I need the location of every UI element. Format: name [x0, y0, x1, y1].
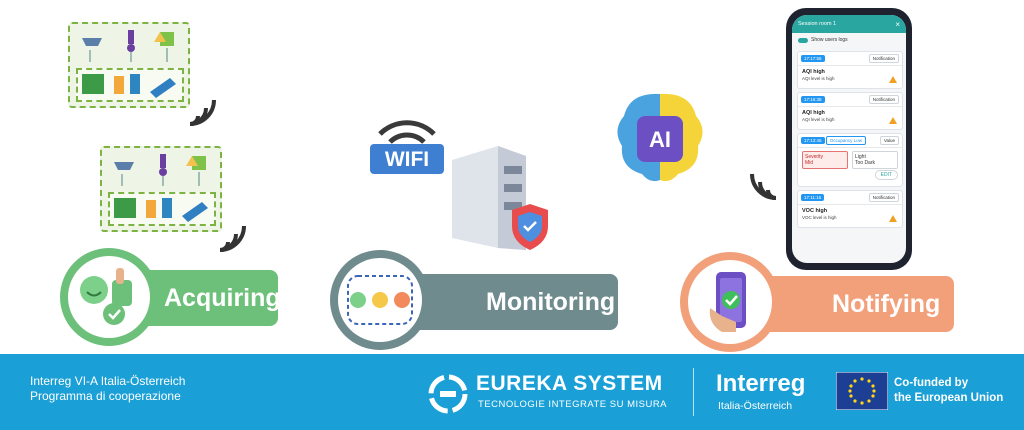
edit-button[interactable]: EDIT	[874, 170, 898, 180]
signal-icon	[189, 99, 216, 126]
step-pill-notifying: Notifying	[748, 276, 954, 332]
value-card[interactable]: 17:13:45 Occupancy Low Value Severity Mi…	[797, 133, 903, 187]
step-label-notifying: Notifying	[832, 289, 941, 318]
card-text: AQI level is high	[802, 117, 835, 122]
cofunded-line-2: the European Union	[894, 392, 1004, 404]
sensor-devices-icon	[114, 154, 206, 186]
program-line-1: Interreg VI-A Italia-Österreich	[30, 374, 186, 388]
eu-cofunded-text: Co-funded by the European Union	[894, 376, 1003, 406]
step-badge-monitoring	[330, 250, 430, 350]
warning-icon	[889, 117, 897, 124]
signal-icon	[750, 173, 777, 200]
users-log-toggle-row: Show users logs	[792, 33, 906, 47]
card-title: AQI high	[802, 110, 825, 116]
card-title: VOC high	[802, 208, 828, 214]
interreg-title: Interreg	[716, 370, 806, 397]
sensor-board-1	[68, 22, 190, 108]
sensor-devices-icon	[82, 30, 174, 62]
severity-box: Severity Mid	[802, 151, 848, 169]
notification-card[interactable]: 17:16:38 Notification AQI high AQI level …	[797, 92, 903, 130]
occupancy-chip: Occupancy Low	[825, 135, 866, 145]
notification-card[interactable]: 17:17:56 Notification AQI high AQI level …	[797, 51, 903, 89]
smartphone: Session room 1 × Show users logs 17:17:5…	[786, 8, 912, 270]
eu-flag-icon	[836, 372, 888, 410]
footer-bar: Interreg VI-A Italia-Österreich Programm…	[0, 354, 1024, 430]
eureka-title: EUREKA SYSTEM	[476, 372, 663, 395]
severity-value: Mid	[805, 160, 814, 166]
program-line-2: Programma di cooperazione	[30, 389, 181, 403]
wifi-icon	[370, 120, 444, 174]
step-badge-acquiring	[60, 248, 158, 346]
card-text: VOC level is high	[802, 215, 837, 220]
card-time: 17:17:56	[801, 55, 825, 62]
notification-tag: Notification	[868, 95, 899, 104]
toggle-switch[interactable]	[798, 37, 808, 43]
thumbs-up-chat-icon	[80, 268, 132, 325]
severity-label: Severity	[805, 154, 824, 160]
notification-card[interactable]: 17:11:16 Notification VOC high VOC level …	[797, 190, 903, 228]
close-icon[interactable]: ×	[895, 19, 900, 29]
eureka-subtitle: TECNOLOGIE INTEGRATE SU MISURA	[478, 399, 668, 410]
sensor-tray	[108, 192, 216, 226]
sensor-tray	[76, 68, 184, 102]
value-tag: Value	[879, 136, 899, 145]
program-text: Interreg VI-A Italia-Österreich Programm…	[30, 374, 185, 404]
card-time: 17:11:16	[801, 194, 825, 201]
signal-icon	[219, 225, 246, 252]
warning-icon	[889, 215, 897, 222]
cofunded-line-1: Co-funded by	[894, 377, 969, 389]
step-label-acquiring: Acquiring	[164, 283, 281, 312]
feedback-faces-icon	[347, 275, 413, 325]
light-value: Too Dark	[855, 160, 876, 166]
notification-tag: Notification	[868, 193, 899, 202]
light-label: Light	[855, 154, 866, 160]
ai-brain-icon	[617, 93, 703, 182]
card-time: 17:16:38	[801, 96, 825, 103]
server-shield-icon	[452, 146, 548, 250]
warning-icon	[889, 76, 897, 83]
interreg-subtitle: Italia-Österreich	[718, 400, 793, 412]
eureka-logo-icon	[428, 374, 468, 414]
session-title: Session room 1	[798, 21, 837, 27]
light-box: Light Too Dark	[852, 151, 898, 169]
sensor-components-icon	[114, 198, 208, 222]
phone-check-icon	[709, 272, 746, 332]
sensor-components-icon	[82, 74, 176, 98]
card-time: 17:13:45	[801, 136, 825, 144]
phone-header: Session room 1 ×	[792, 15, 906, 33]
footer-divider	[693, 368, 694, 416]
phone-screen: Session room 1 × Show users logs 17:17:5…	[792, 15, 906, 263]
step-label-monitoring: Monitoring	[486, 287, 616, 316]
sensor-board-2	[100, 146, 222, 232]
ai-label: AI	[649, 127, 671, 152]
toggle-label: Show users logs	[811, 37, 848, 43]
notification-tag: Notification	[868, 54, 899, 63]
card-text: AQI level is high	[802, 76, 835, 81]
step-badge-notifying	[680, 252, 780, 352]
wifi-label: WIFI	[384, 148, 430, 171]
card-title: AQI high	[802, 69, 825, 75]
